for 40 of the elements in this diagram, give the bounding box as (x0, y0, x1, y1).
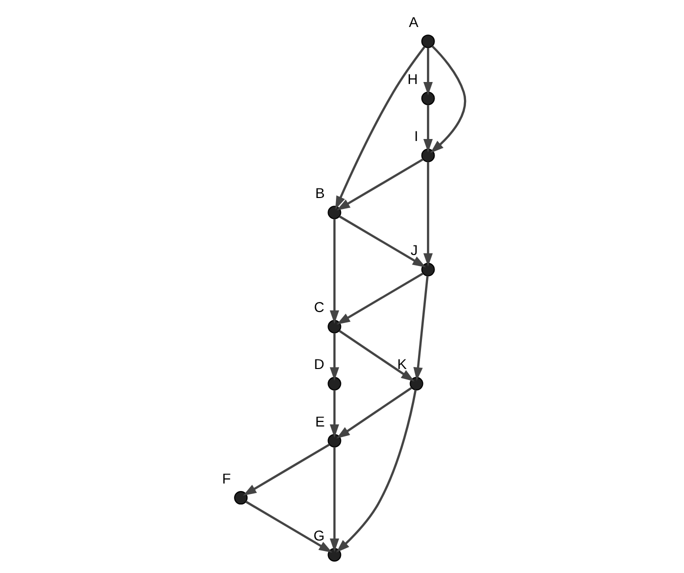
arrow (430, 45, 466, 154)
node-circle (234, 491, 248, 505)
node-circle (421, 148, 435, 162)
arrow (336, 390, 417, 553)
node-circle (328, 376, 342, 390)
node-circle (421, 262, 435, 276)
node-circle (421, 34, 435, 48)
arrow (330, 218, 340, 324)
node-circle (328, 434, 342, 448)
arrow (338, 215, 426, 268)
node-label: E (315, 414, 325, 430)
node-label: H (408, 72, 418, 88)
node-circle (328, 206, 342, 220)
arrow (330, 333, 340, 381)
node-label: G (314, 528, 325, 544)
arrow (423, 104, 433, 152)
arrow (423, 162, 433, 267)
node-circle (410, 376, 424, 390)
node-label: J (410, 243, 418, 260)
node-label: D (314, 357, 324, 374)
arrow (245, 500, 332, 553)
node-circle (421, 92, 435, 106)
arrow (338, 330, 415, 382)
arrow (335, 46, 426, 210)
node-circle (328, 548, 342, 562)
arrow (336, 386, 412, 438)
node-label: A (408, 14, 418, 31)
node-label: B (315, 186, 325, 202)
node-label: K (397, 357, 407, 374)
arrow (330, 390, 340, 438)
node-circle (328, 320, 342, 334)
arrow (330, 447, 340, 552)
arrow (423, 48, 433, 96)
node-label: I (414, 129, 418, 146)
arrow (336, 272, 424, 324)
arrow (413, 276, 429, 381)
node-label: F (222, 471, 231, 488)
node-label: C (314, 300, 324, 316)
arrow (243, 444, 330, 496)
arrow (336, 158, 424, 210)
